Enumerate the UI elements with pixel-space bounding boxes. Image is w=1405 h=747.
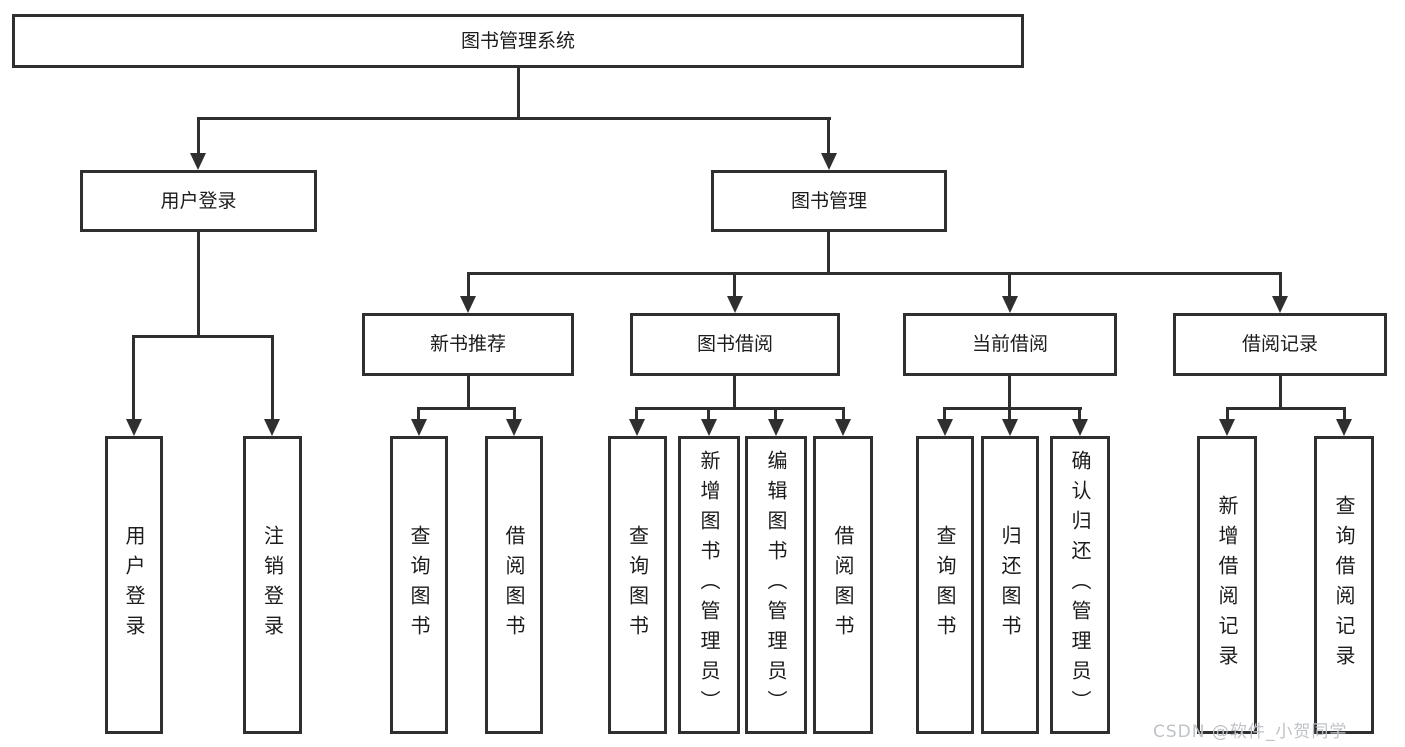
- connector-to-leaf: [635, 407, 638, 423]
- connector-stem: [1008, 376, 1011, 410]
- node-new-book-recommendation: 新书推荐: [362, 313, 574, 376]
- node-book-management: 图书管理: [711, 170, 947, 232]
- connector-root-stem: [517, 68, 520, 120]
- arrow-down-icon: [629, 419, 645, 436]
- connector-rail: [417, 407, 516, 410]
- connector-to-leaf: [707, 407, 710, 423]
- arrow-down-icon: [1072, 419, 1088, 436]
- connector-rail: [635, 407, 845, 410]
- connector-to-leaf: [1343, 407, 1346, 423]
- connector-stem: [1279, 376, 1282, 410]
- connector-to-leaf: [132, 335, 135, 423]
- arrow-down-icon: [460, 296, 476, 313]
- arrow-down-icon: [821, 153, 837, 170]
- connector-to-leaf: [943, 407, 946, 423]
- leaf-query-books: 查询图书: [608, 436, 667, 734]
- connector-user-login-stem: [197, 232, 200, 338]
- leaf-return-books: 归还图书: [981, 436, 1039, 734]
- leaf-add-borrow-record: 新增借阅记录: [1197, 436, 1257, 734]
- leaf-borrow-books: 借阅图书: [813, 436, 873, 734]
- connector-to-records: [1279, 272, 1282, 298]
- leaf-logout: 注销登录: [243, 436, 302, 734]
- connector-to-user-login: [197, 117, 200, 156]
- connector-level2-rail: [197, 117, 831, 120]
- arrow-down-icon: [768, 419, 784, 436]
- leaf-add-books-admin: 新增图书（管理员）: [678, 436, 740, 734]
- arrow-down-icon: [1336, 419, 1352, 436]
- arrow-down-icon: [411, 419, 427, 436]
- leaf-confirm-return-admin: 确认归还（管理员）: [1050, 436, 1110, 734]
- connector-rail: [1226, 407, 1346, 410]
- node-current-borrowing: 当前借阅: [903, 313, 1117, 376]
- connector-to-leaf: [271, 335, 274, 423]
- arrow-down-icon: [727, 296, 743, 313]
- arrow-down-icon: [937, 419, 953, 436]
- arrow-down-icon: [190, 153, 206, 170]
- arrow-down-icon: [1002, 419, 1018, 436]
- leaf-borrow-books: 借阅图书: [485, 436, 543, 734]
- connector-to-book-borrow: [733, 272, 736, 298]
- connector-to-current: [1008, 272, 1011, 298]
- connector-to-leaf: [513, 407, 516, 423]
- node-user-login: 用户登录: [80, 170, 317, 232]
- arrow-down-icon: [835, 419, 851, 436]
- connector-to-leaf: [1226, 407, 1229, 423]
- connector-stem: [467, 376, 470, 410]
- connector-to-leaf: [417, 407, 420, 423]
- csdn-watermark: CSDN @软件_小贺同学: [1153, 722, 1348, 742]
- connector-to-leaf: [774, 407, 777, 423]
- connector-user-login-rail: [133, 335, 274, 338]
- arrow-down-icon: [126, 419, 142, 436]
- arrow-down-icon: [1219, 419, 1235, 436]
- leaf-query-books: 查询图书: [916, 436, 974, 734]
- connector-to-leaf: [842, 407, 845, 423]
- connector-book-mgmt-stem: [827, 232, 830, 275]
- leaf-user-login: 用户登录: [105, 436, 163, 734]
- arrow-down-icon: [264, 419, 280, 436]
- connector-to-leaf: [1078, 407, 1081, 423]
- arrow-down-icon: [701, 419, 717, 436]
- node-library-management-system: 图书管理系统: [12, 14, 1024, 68]
- node-borrowing-records: 借阅记录: [1173, 313, 1387, 376]
- connector-to-new-book: [467, 272, 470, 298]
- connector-stem: [733, 376, 736, 410]
- leaf-query-borrow-record: 查询借阅记录: [1314, 436, 1374, 734]
- arrow-down-icon: [1002, 296, 1018, 313]
- connector-to-book-mgmt: [827, 117, 830, 156]
- node-book-borrowing: 图书借阅: [630, 313, 840, 376]
- leaf-edit-books-admin: 编辑图书（管理员）: [745, 436, 807, 734]
- leaf-query-books: 查询图书: [390, 436, 448, 734]
- arrow-down-icon: [506, 419, 522, 436]
- connector-level3-rail: [467, 272, 1282, 275]
- arrow-down-icon: [1272, 296, 1288, 313]
- connector-rail: [943, 407, 1082, 410]
- connector-to-leaf: [1008, 407, 1011, 423]
